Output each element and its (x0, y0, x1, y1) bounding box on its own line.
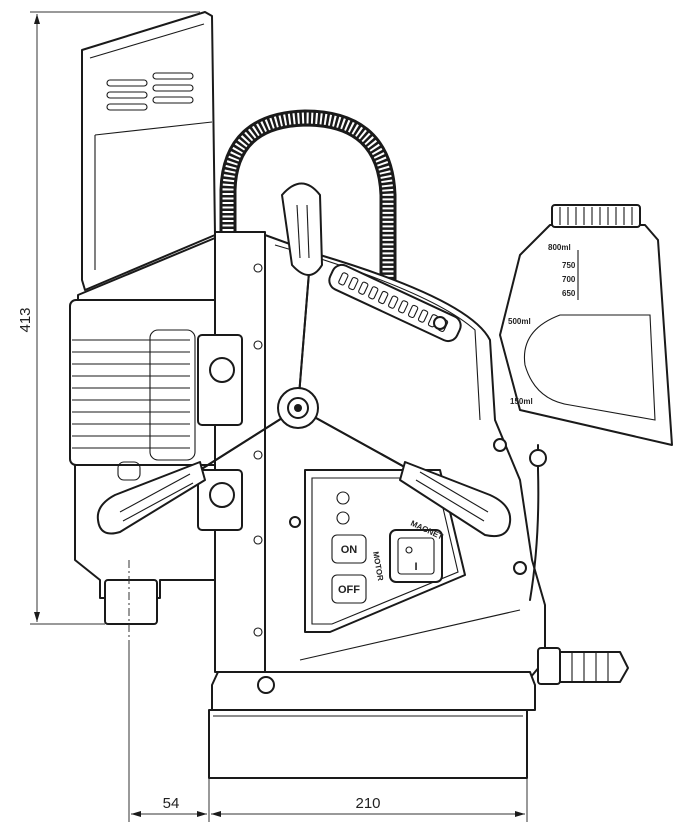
tank-graduations: 800ml 750 700 650 500ml 150ml (508, 243, 576, 406)
handle-grip-slots (338, 272, 449, 332)
magnet-base (208, 671, 536, 779)
tank-mark: 750 (562, 261, 576, 270)
motor-housing (69, 11, 236, 599)
tank-mark: 650 (562, 289, 576, 298)
cable-loop (219, 109, 397, 420)
motor-on-label: ON (341, 544, 358, 556)
tank-mark: 700 (562, 275, 576, 284)
motor-off-button[interactable]: OFF (331, 574, 367, 604)
height-dimension-label: 413 (17, 307, 34, 332)
magnet-switch[interactable]: I (389, 529, 443, 583)
tank-mark: 800ml (548, 243, 571, 252)
magnet-switch-symbol: I (414, 561, 417, 573)
spindle (104, 560, 158, 640)
motor-on-button[interactable]: ON (331, 534, 367, 564)
control-panel: ON OFF MOTOR I MAGNET (304, 469, 466, 633)
tank-mark: 150ml (510, 397, 533, 406)
offset-dimension-label: 54 (163, 795, 180, 812)
height-dimension: 413 (17, 11, 200, 625)
tank-mark: 500ml (508, 317, 531, 326)
motor-off-label: OFF (338, 584, 360, 596)
vent-slots (106, 72, 194, 111)
slide-guide (197, 231, 266, 673)
gearbox-ribs (72, 329, 196, 461)
indicator-light-icon (336, 511, 350, 525)
feed-handles[interactable] (96, 182, 512, 538)
bottom-dimensions: 54 210 (128, 640, 528, 822)
coolant-tank: 800ml 750 700 650 500ml 150ml (499, 204, 673, 601)
cap-ridges (559, 207, 633, 225)
indicator-light-icon (336, 491, 350, 505)
base-width-dimension-label: 210 (355, 795, 380, 812)
coolant-fitting (537, 647, 629, 685)
